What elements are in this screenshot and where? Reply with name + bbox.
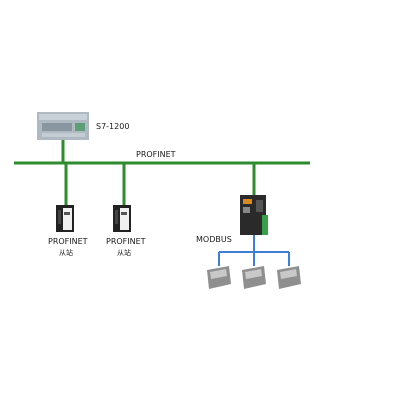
profinet-slave-2 [113, 163, 131, 232]
modbus-device-1 [207, 266, 231, 289]
modbus-label: MODBUS [196, 235, 232, 244]
profinet-slave-1 [56, 163, 74, 232]
plc-s7-1200 [37, 112, 89, 163]
profinet-bus-label: PROFINET [136, 150, 176, 159]
slave-1-label: PROFINET [48, 237, 88, 246]
slave-1-sublabel: 从站 [59, 248, 73, 257]
modbus-device-2 [242, 266, 266, 289]
modbus-device-3 [277, 266, 301, 289]
plc-label: S7-1200 [96, 122, 129, 131]
modbus-wiring [218, 235, 290, 266]
slave-2-label: PROFINET [106, 237, 146, 246]
modbus-gateway [240, 163, 268, 235]
slave-2-sublabel: 从站 [117, 248, 131, 257]
